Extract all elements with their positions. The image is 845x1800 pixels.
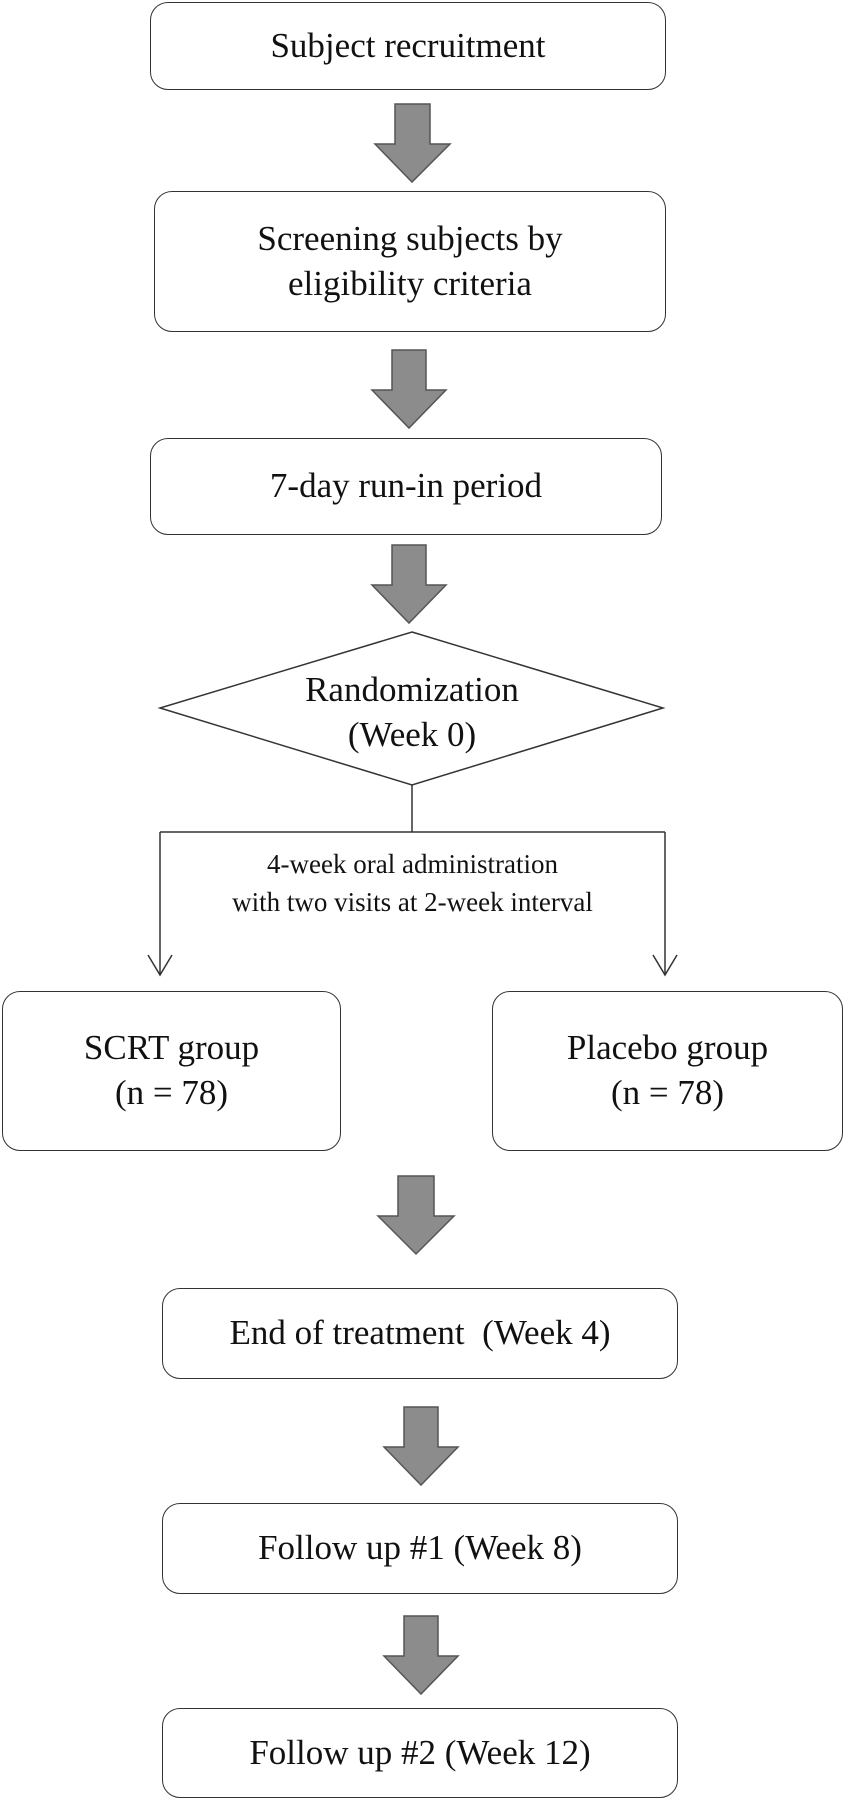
block-arrow-3	[370, 544, 448, 625]
step-end-of-treatment: End of treatment (Week 4)	[162, 1288, 678, 1379]
step-follow-up-1: Follow up #1 (Week 8)	[162, 1503, 678, 1594]
step-follow-up-2-label: Follow up #2 (Week 12)	[249, 1732, 591, 1772]
scrt-group-count: (n = 78)	[114, 1073, 229, 1112]
branch-right-arrowhead	[652, 954, 678, 977]
randomization-line1: Randomization	[305, 670, 519, 709]
randomization-label: Randomization (Week 0)	[232, 668, 592, 758]
step-follow-up-2: Follow up #2 (Week 12)	[162, 1708, 678, 1798]
scrt-group-box: SCRT group (n = 78)	[2, 991, 341, 1151]
block-arrow-6	[382, 1615, 460, 1696]
step-end-of-treatment-label: End of treatment (Week 4)	[229, 1313, 611, 1353]
step-run-in-label: 7-day run-in period	[269, 466, 543, 506]
block-arrow-5	[382, 1406, 460, 1487]
placebo-group-name: Placebo group	[566, 1028, 769, 1068]
step-subject-recruitment-label: Subject recruitment	[270, 25, 546, 65]
step-screening-line2: eligibility criteria	[288, 263, 532, 303]
block-arrow-1	[373, 103, 452, 184]
placebo-group-box: Placebo group (n = 78)	[492, 991, 843, 1151]
step-screening: Screening subjects by eligibility criter…	[154, 191, 666, 332]
block-arrow-2	[370, 349, 448, 430]
step-run-in: 7-day run-in period	[150, 438, 662, 535]
randomization-line2: (Week 0)	[347, 714, 477, 754]
step-subject-recruitment: Subject recruitment	[150, 2, 666, 90]
branch-label-line1: 4-week oral administration	[267, 849, 558, 879]
branch-label-line2: with two visits at 2-week interval	[232, 886, 593, 917]
placebo-group-count: (n = 78)	[610, 1073, 725, 1112]
branch-left-arrowhead	[147, 954, 173, 977]
step-follow-up-1-label: Follow up #1 (Week 8)	[258, 1528, 582, 1568]
branch-label: 4-week oral administration with two visi…	[170, 846, 655, 922]
scrt-group-name: SCRT group	[83, 1028, 260, 1068]
block-arrow-4	[376, 1175, 456, 1256]
step-screening-line1: Screening subjects by	[257, 218, 563, 258]
